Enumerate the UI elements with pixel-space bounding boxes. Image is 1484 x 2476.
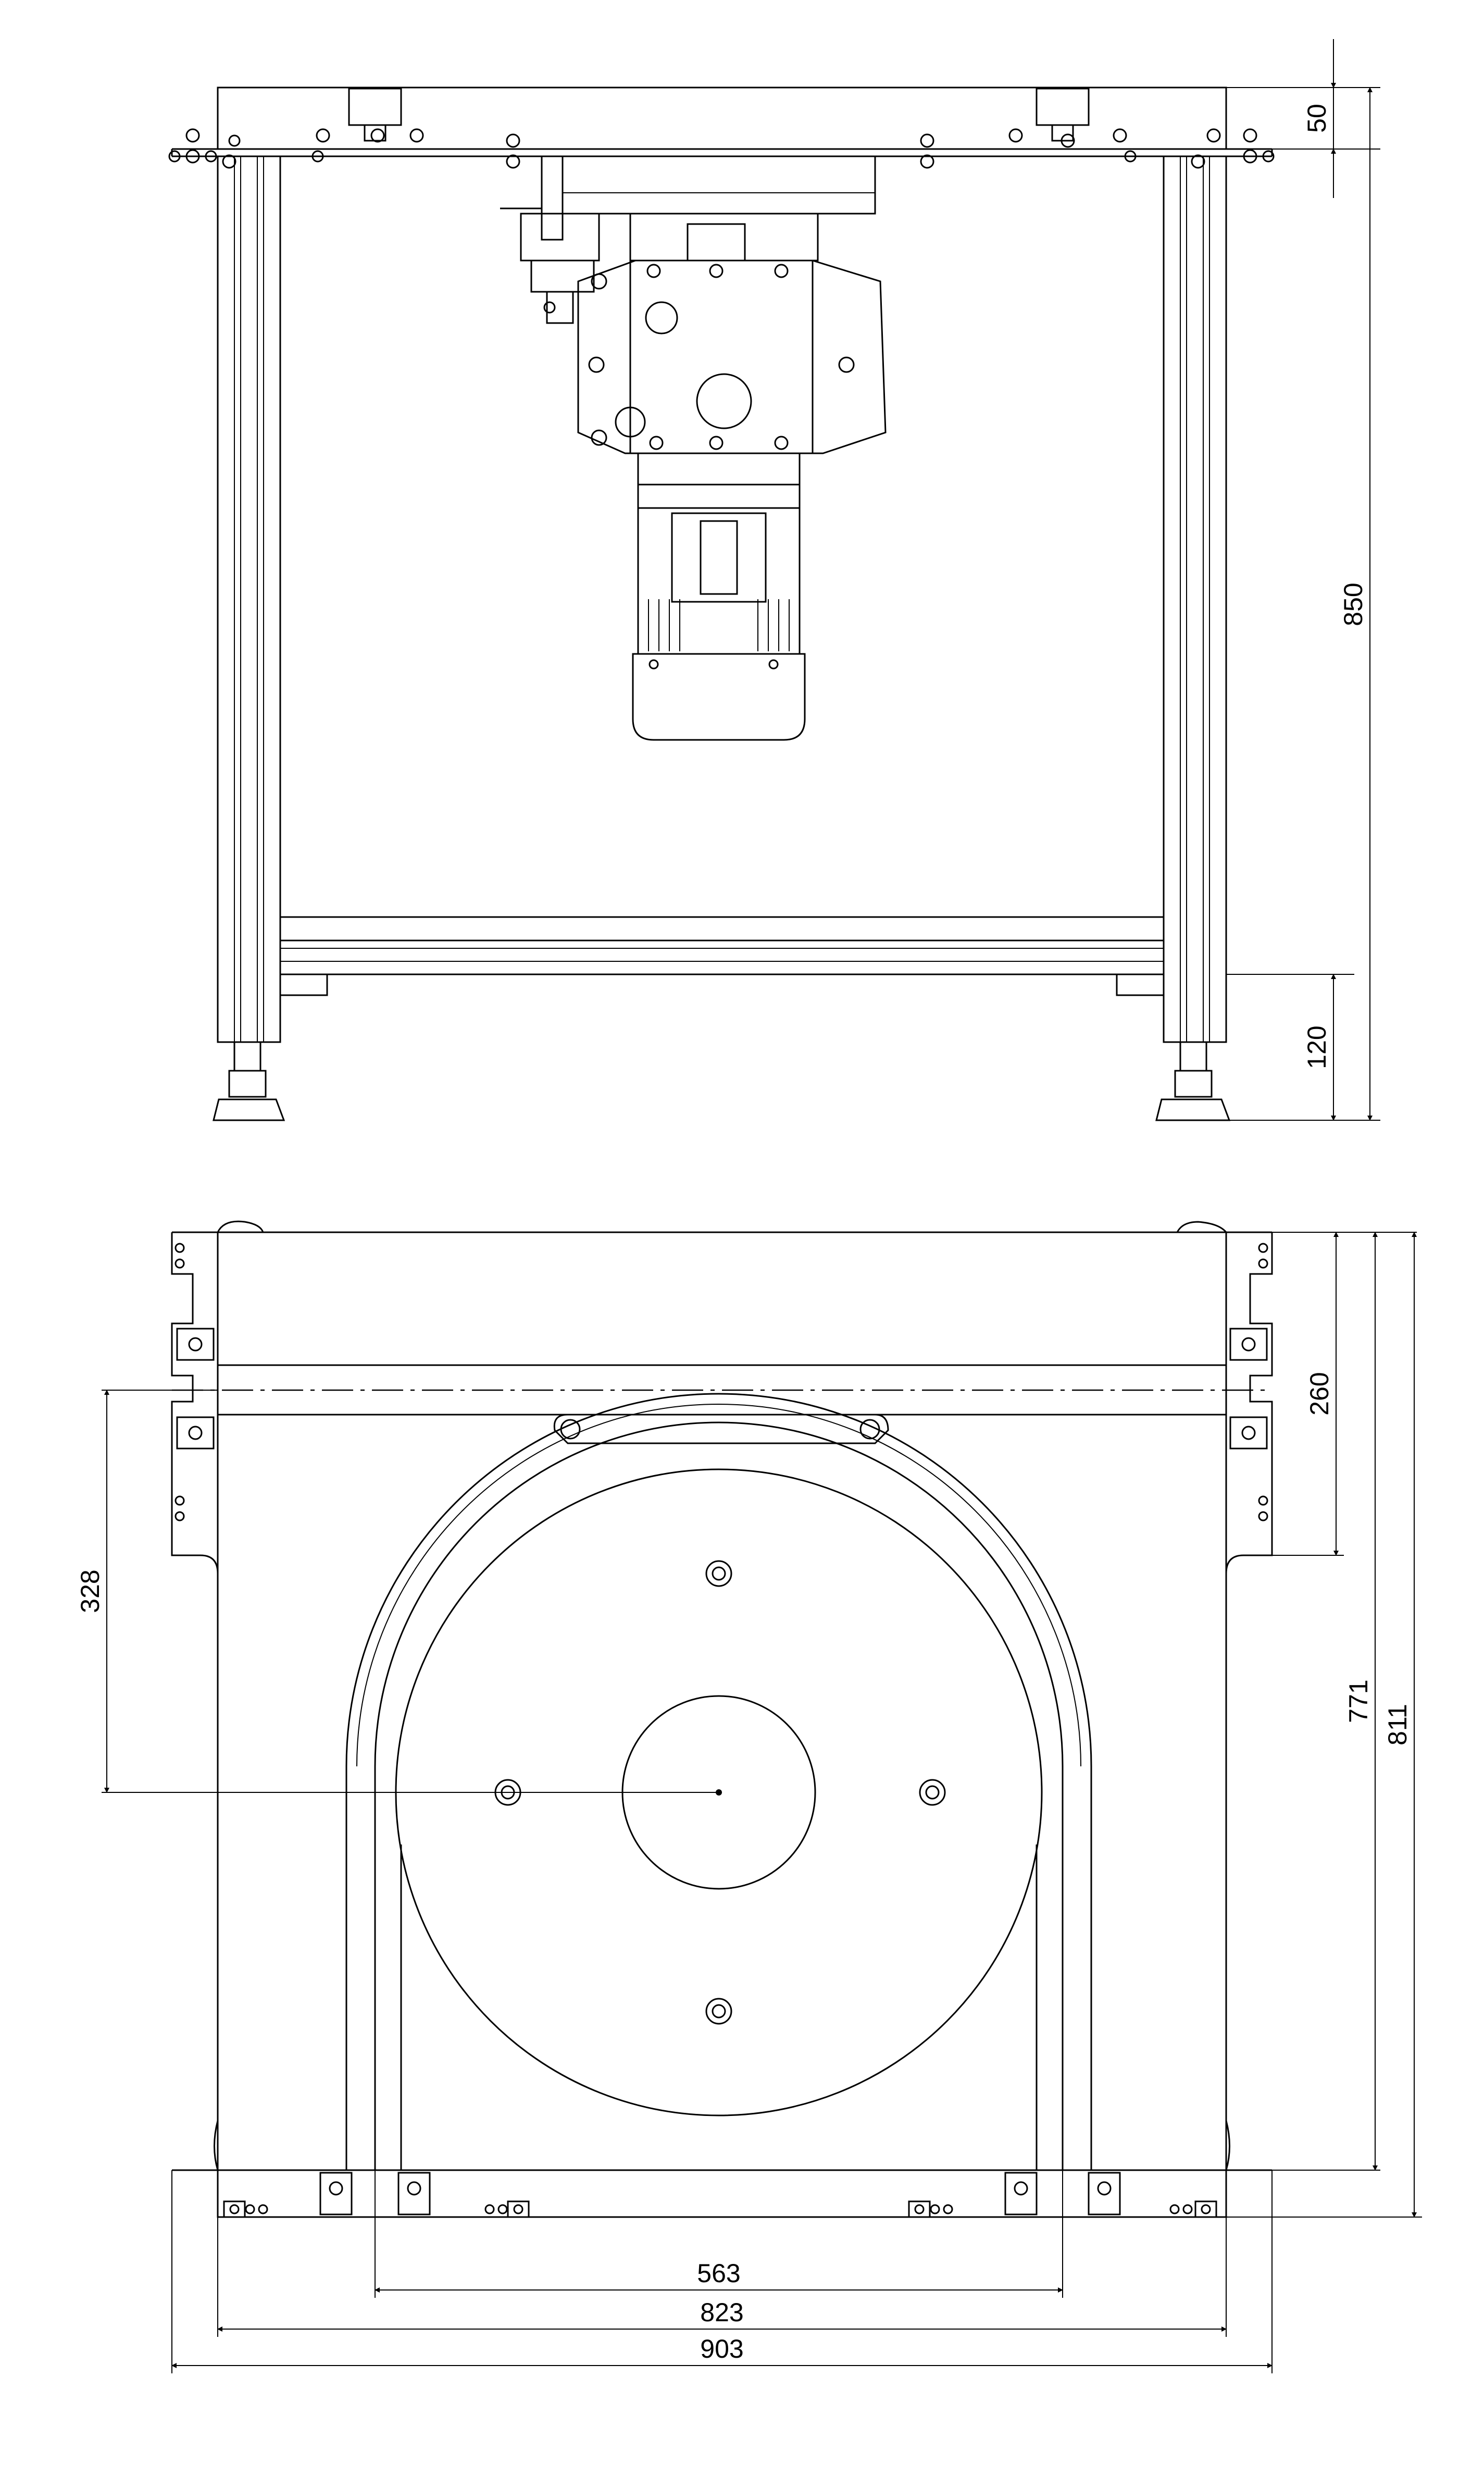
dim-total-depth: 811	[1383, 1704, 1412, 1745]
electric-motor	[632, 484, 806, 741]
top-plan-dimensions	[102, 1232, 1422, 2373]
disc-mounting-studs	[494, 1560, 946, 2025]
dim-inner-depth: 771	[1344, 1679, 1373, 1723]
dim-top-band: 260	[1305, 1372, 1334, 1415]
top-plan-view: 328 260 771 811 563 823 903	[76, 1220, 1422, 2373]
dim-total-width: 903	[700, 2334, 743, 2363]
side-bracket-right	[1225, 1231, 1273, 2171]
table-top	[171, 86, 1273, 157]
dim-total-height: 850	[1339, 583, 1368, 626]
leg-left	[217, 155, 281, 1043]
top-sensor-right	[1036, 88, 1090, 142]
dim-frame-width: 823	[700, 2298, 743, 2327]
front-elevation-view: 50 850 120	[168, 39, 1380, 1121]
dim-top-thickness: 50	[1302, 104, 1331, 133]
plan-feet	[214, 1220, 1230, 2171]
tensioner-bracket	[553, 1414, 889, 1444]
drive-mount-plate	[541, 155, 876, 241]
dim-foot-height: 120	[1302, 1025, 1331, 1069]
leg-right	[1163, 155, 1227, 1043]
sensor-bracket	[500, 207, 600, 324]
cross-beam	[279, 916, 1165, 996]
top-sensor-left	[348, 88, 402, 142]
leveling-foot-left	[213, 1041, 285, 1121]
leveling-foot-right	[1155, 1041, 1231, 1121]
top-clamp-bolts	[168, 128, 1275, 169]
dim-inner-span: 563	[697, 2259, 740, 2288]
side-bracket-left	[171, 1231, 219, 2171]
bottom-rail-bolts	[223, 2172, 1217, 2218]
dim-axis-offset: 328	[76, 1569, 105, 1613]
front-elevation-dimensions	[1226, 39, 1380, 1121]
gearbox	[577, 213, 887, 486]
chain-guide	[345, 1393, 1092, 2170]
plan-frame	[172, 1231, 1271, 2218]
